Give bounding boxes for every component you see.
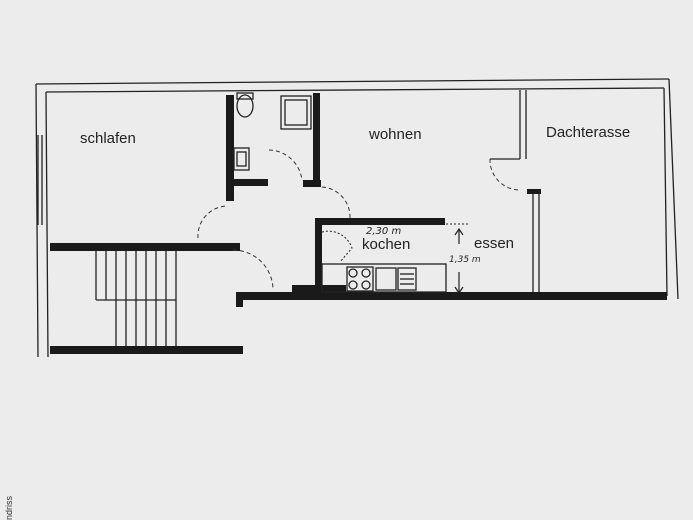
hand-markings [321, 223, 468, 295]
room-label-kochen: kochen [362, 236, 410, 253]
interior-walls [50, 93, 667, 354]
terrace-partition [519, 90, 540, 292]
door-bath [268, 149, 303, 181]
oven-icon [375, 267, 397, 291]
door-dachterasse [489, 158, 521, 191]
door-entry [232, 249, 274, 291]
stove-icon [346, 266, 374, 292]
outer-walls [35, 78, 679, 358]
door-swings [197, 149, 521, 291]
staircase [95, 250, 177, 346]
shower-icon [280, 95, 312, 130]
washbasin-icon [233, 147, 250, 171]
toilet-icon [236, 94, 254, 118]
door-schlafen [197, 205, 229, 239]
room-label-dachterasse: Dachterasse [546, 124, 630, 141]
sink-icon [397, 267, 417, 291]
window-left [37, 135, 43, 225]
door-wohnen [321, 186, 351, 219]
dimension-kitchen-depth: 1,35 m [449, 255, 481, 265]
room-label-wohnen: wohnen [368, 126, 422, 143]
room-label-schlafen: schlafen [80, 130, 136, 147]
room-label-essen: essen [474, 235, 514, 252]
kitchen-counter [321, 263, 447, 293]
bathroom-fixtures [233, 92, 312, 171]
edge-caption: ndriss [4, 495, 14, 520]
dimension-kitchen-width: 2,30 m [366, 226, 401, 237]
